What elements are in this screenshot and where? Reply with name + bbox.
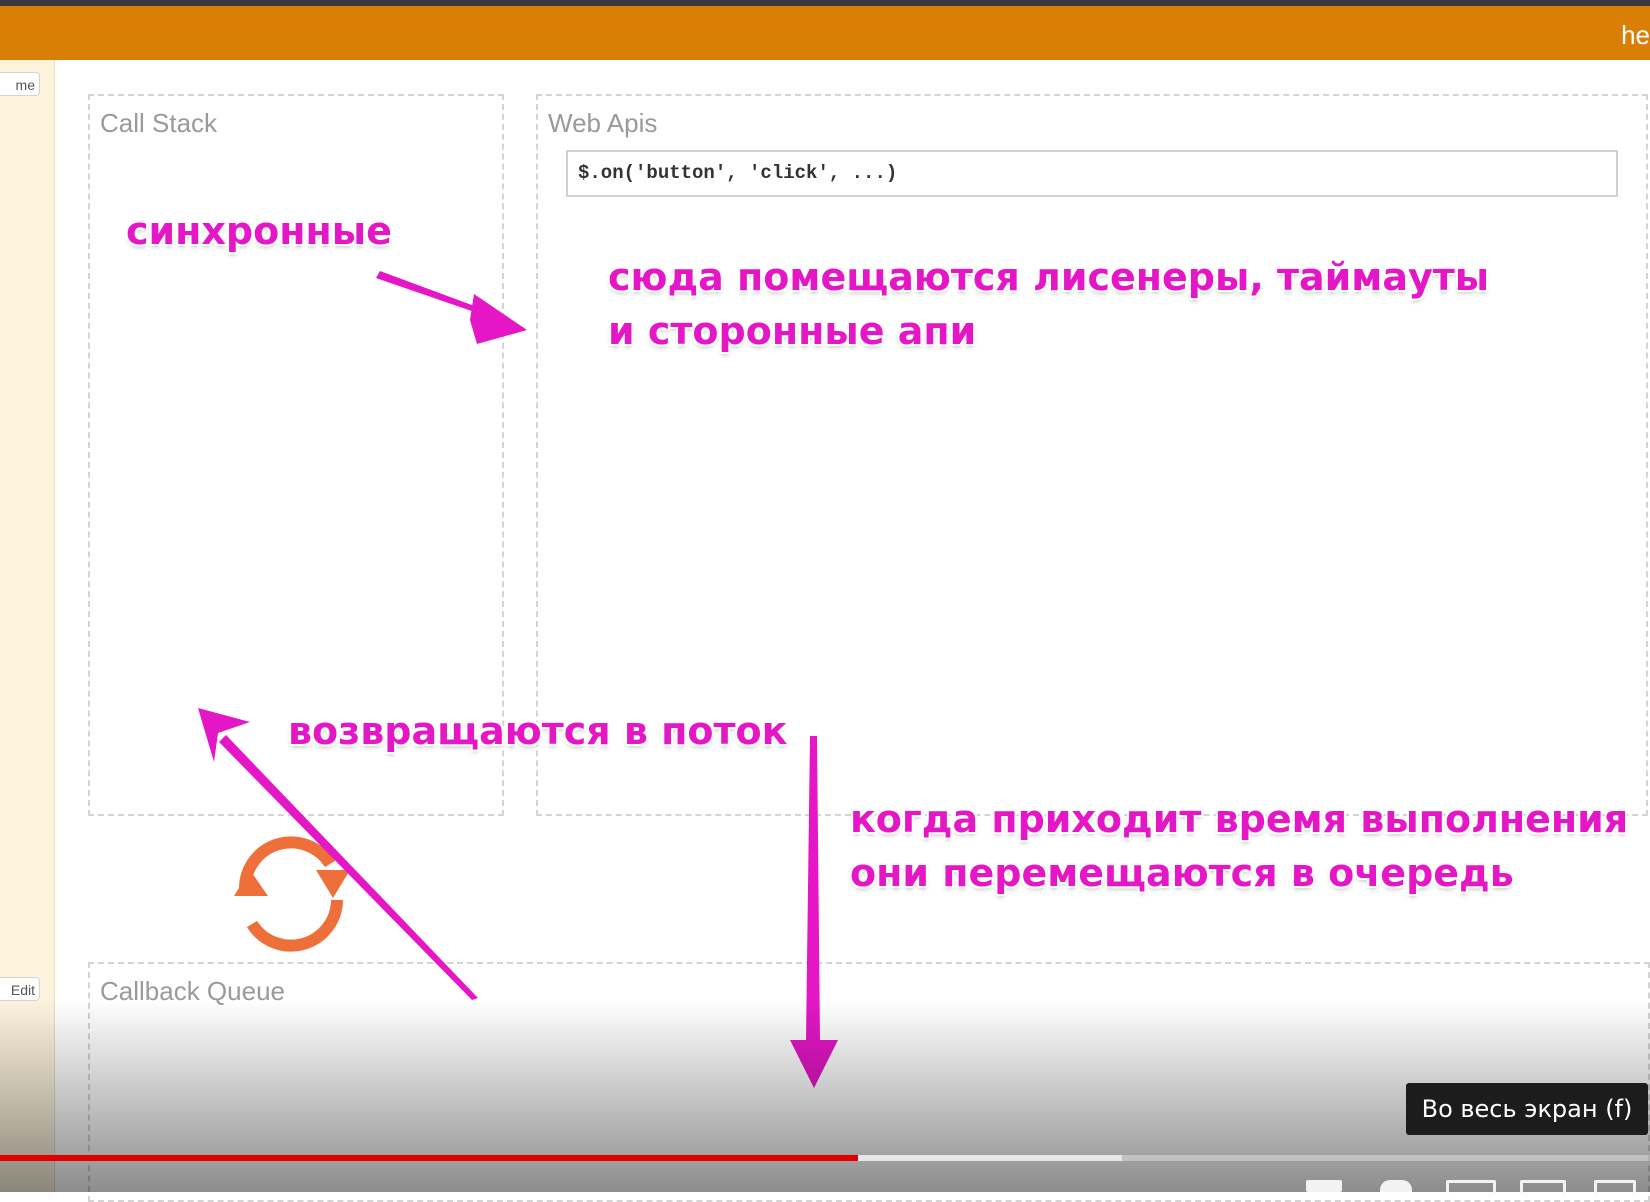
window-top-edge xyxy=(0,0,1650,6)
annotation-queue-line1: когда приходит время выполнения xyxy=(850,797,1629,841)
web-apis-title: Web Apis xyxy=(548,108,658,138)
annotation-return: возвращаются в поток xyxy=(288,709,788,753)
progress-played xyxy=(0,1155,858,1161)
refresh-loop-icon xyxy=(234,836,350,952)
web-api-entry: $.on('button', 'click', ...) xyxy=(566,150,1618,197)
web-apis-panel: Web Apis xyxy=(536,94,1648,816)
left-sidebar: me Edit xyxy=(0,60,55,1192)
video-progress-bar[interactable] xyxy=(0,1155,1650,1161)
fullscreen-tooltip: Во весь экран (f) xyxy=(1406,1083,1648,1135)
call-stack-title: Call Stack xyxy=(100,108,218,138)
app-header-bar: he xyxy=(0,6,1650,60)
miniplayer-icon[interactable] xyxy=(1446,1180,1496,1193)
annotation-queue-line2: они перемещаются в очередь xyxy=(850,851,1514,895)
player-controls xyxy=(0,1162,1650,1193)
theater-mode-icon[interactable] xyxy=(1520,1180,1566,1193)
callback-queue-title: Callback Queue xyxy=(100,976,285,1006)
header-partial-text: he xyxy=(1621,20,1650,50)
fullscreen-icon[interactable] xyxy=(1594,1180,1636,1193)
annotation-webapi-line2: и сторонные апи xyxy=(608,309,977,353)
annotation-sync: синхронные xyxy=(126,209,392,253)
sidebar-top-button[interactable]: me xyxy=(0,72,40,96)
edit-button[interactable]: Edit xyxy=(0,977,40,1001)
annotation-webapi-line1: сюда помещаются лисенеры, таймауты xyxy=(608,255,1490,299)
gear-icon[interactable] xyxy=(1380,1180,1412,1192)
subtitles-icon[interactable] xyxy=(1306,1180,1342,1192)
